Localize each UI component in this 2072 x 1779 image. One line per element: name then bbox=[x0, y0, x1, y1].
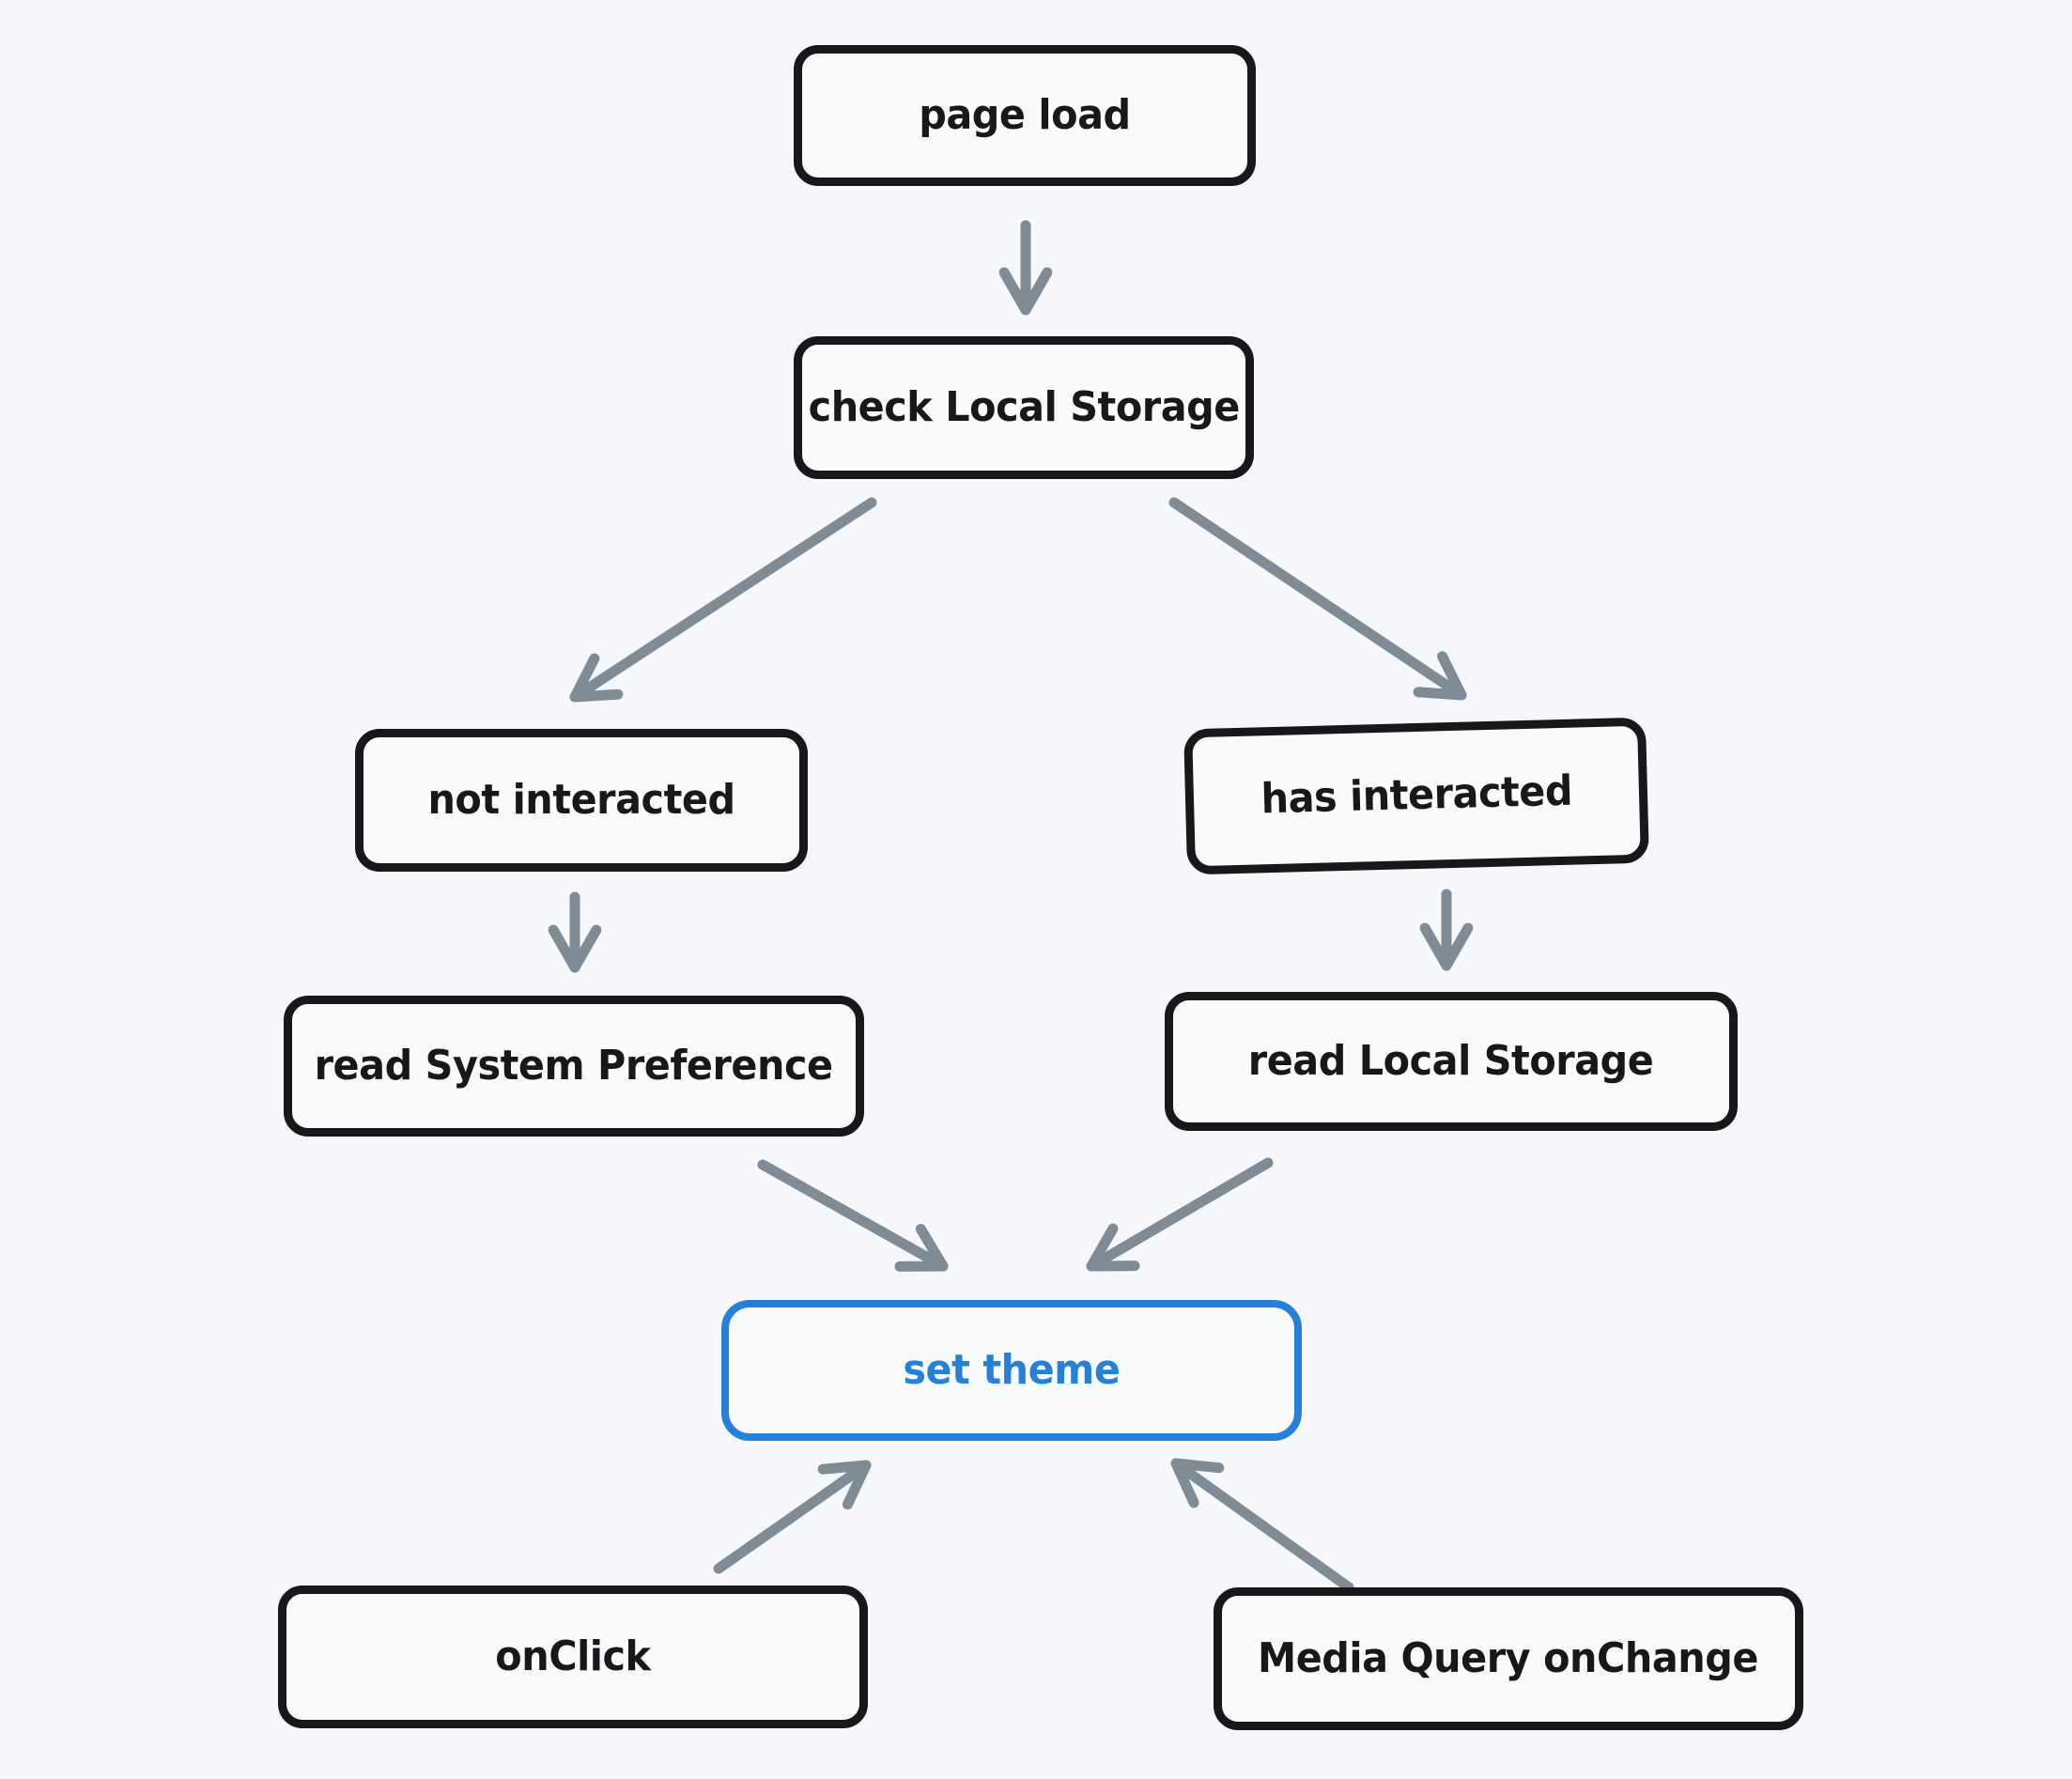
node-label-check-local-storage: check Local Storage bbox=[808, 382, 1240, 431]
node-read-system-preference[interactable]: read System Preference bbox=[284, 996, 864, 1137]
edge-page-load-to-check-local-storage bbox=[998, 220, 1053, 316]
edge-media-query-onchange-to-set-theme bbox=[1170, 1458, 1354, 1593]
edge-has-interacted-to-read-local-storage bbox=[1419, 889, 1474, 971]
edge-read-local-storage-to-set-theme bbox=[1086, 1157, 1274, 1272]
node-label-not-interacted: not interacted bbox=[427, 775, 735, 824]
node-label-read-local-storage: read Local Storage bbox=[1248, 1036, 1654, 1085]
edge-not-interacted-to-read-system-preference bbox=[548, 891, 602, 973]
node-check-local-storage[interactable]: check Local Storage bbox=[794, 336, 1254, 479]
edge-check-local-storage-to-not-interacted bbox=[569, 497, 877, 703]
node-not-interacted[interactable]: not interacted bbox=[355, 729, 808, 872]
node-label-media-query-onchange: Media Query onChange bbox=[1258, 1633, 1759, 1682]
edge-on-click-to-set-theme bbox=[713, 1460, 872, 1574]
node-page-load[interactable]: page load bbox=[794, 45, 1256, 186]
node-media-query-onchange[interactable]: Media Query onChange bbox=[1214, 1587, 1803, 1730]
node-label-on-click: onClick bbox=[495, 1632, 651, 1680]
node-has-interacted[interactable]: has interacted bbox=[1183, 717, 1649, 875]
node-label-has-interacted: has interacted bbox=[1260, 767, 1573, 824]
node-on-click[interactable]: onClick bbox=[278, 1586, 868, 1728]
edge-read-system-preference-to-set-theme bbox=[757, 1159, 949, 1272]
node-read-local-storage[interactable]: read Local Storage bbox=[1165, 992, 1738, 1131]
node-set-theme[interactable]: set theme bbox=[721, 1300, 1302, 1441]
node-label-page-load: page load bbox=[919, 90, 1131, 139]
node-label-set-theme: set theme bbox=[903, 1345, 1121, 1394]
node-label-read-system-preference: read System Preference bbox=[315, 1041, 833, 1090]
edge-check-local-storage-to-has-interacted bbox=[1168, 497, 1467, 701]
